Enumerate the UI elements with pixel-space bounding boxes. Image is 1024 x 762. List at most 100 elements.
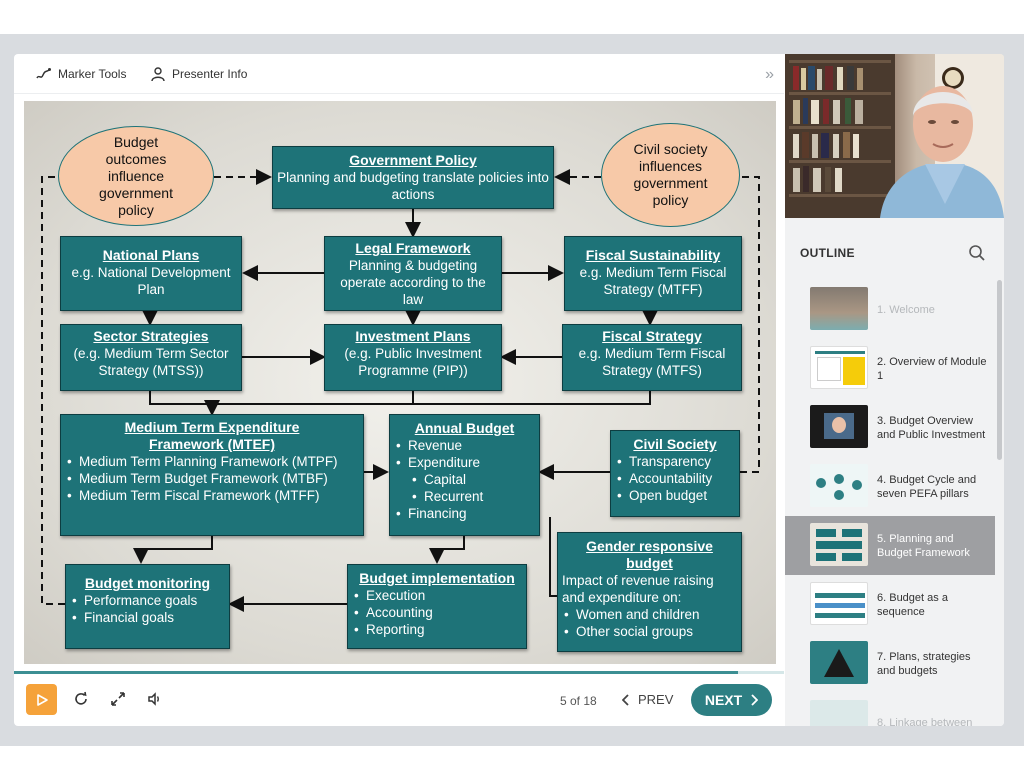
outline-item-welcome[interactable]: 1. Welcome bbox=[785, 280, 995, 339]
box-fiscal-sustainability: Fiscal Sustainability e.g. Medium Term F… bbox=[564, 236, 742, 311]
box-investment-plans: Investment Plans (e.g. Public Investment… bbox=[324, 324, 502, 391]
civil-society-list: Transparency Accountability Open budget bbox=[615, 453, 735, 504]
box-annual-budget: Annual Budget Revenue Expenditure Capita… bbox=[389, 414, 540, 536]
diagram-connectors bbox=[41, 169, 760, 612]
national-plans-text: e.g. National Development Plan bbox=[71, 265, 231, 297]
thumbnail-welcome bbox=[810, 287, 868, 330]
box-civil-society: Civil Society Transparency Accountabilit… bbox=[610, 430, 740, 517]
chevron-right-icon bbox=[751, 694, 759, 706]
thumbnail-planning bbox=[810, 523, 868, 566]
outline-item-planning[interactable]: 5. Planning and Budget Framework bbox=[785, 516, 995, 575]
outline-item-linkage[interactable]: 8. Linkage between bbox=[785, 693, 995, 726]
gender-budget-title: Gender responsive budget bbox=[586, 538, 713, 571]
presenter-video-image bbox=[785, 54, 1004, 218]
list-item: Capital bbox=[394, 471, 535, 488]
oval-civil-society-text: Civil society influences government poli… bbox=[633, 141, 708, 208]
outline-scrollbar[interactable] bbox=[997, 280, 1002, 460]
outline-item-label: 7. Plans, strategies and budgets bbox=[877, 650, 971, 677]
slide-counter: 5 of 18 bbox=[560, 694, 597, 708]
list-item: Medium Term Budget Framework (MTBF) bbox=[65, 470, 359, 487]
oval-civil-society: Civil society influences government poli… bbox=[601, 123, 740, 227]
presenter-info-button[interactable]: Presenter Info bbox=[150, 66, 247, 82]
box-budget-monitoring: Budget monitoring Performance goals Fina… bbox=[65, 564, 230, 649]
mtef-title: Medium Term Expenditure Framework (MTEF) bbox=[124, 419, 300, 452]
thumbnail-plans bbox=[810, 641, 868, 684]
list-item: Transparency bbox=[615, 453, 735, 470]
budget-monitoring-list: Performance goals Financial goals bbox=[70, 592, 225, 626]
list-item: Open budget bbox=[615, 487, 735, 504]
thumbnail-linkage bbox=[810, 700, 868, 726]
outline-item-label: 8. Linkage between bbox=[877, 716, 973, 727]
outline-item-label: 3. Budget Overview and Public Investment bbox=[877, 414, 986, 441]
oval-budget-outcomes: Budget outcomes influence government pol… bbox=[58, 126, 214, 226]
legal-framework-title: Legal Framework bbox=[355, 240, 471, 256]
outline-item-label: 4. Budget Cycle and seven PEFA pillars bbox=[877, 473, 977, 500]
list-item: Medium Term Planning Framework (MTPF) bbox=[65, 453, 359, 470]
gender-budget-text: Impact of revenue raising and expenditur… bbox=[562, 573, 714, 605]
outline-list: 1. Welcome 2. Overview of Module 1 3. Bu… bbox=[785, 280, 995, 726]
volume-icon[interactable] bbox=[146, 690, 164, 708]
play-icon bbox=[36, 693, 48, 706]
thumbnail-sequence bbox=[810, 582, 868, 625]
collapse-sidebar-icon[interactable]: » bbox=[765, 66, 774, 83]
progress-bar bbox=[14, 671, 738, 674]
fiscal-sustainability-text: e.g. Medium Term Fiscal Strategy (MTFF) bbox=[579, 265, 727, 297]
outline-item-plans[interactable]: 7. Plans, strategies and budgets bbox=[785, 634, 995, 693]
list-item: Revenue bbox=[394, 437, 535, 454]
outline-item-sequence[interactable]: 6. Budget as a sequence bbox=[785, 575, 995, 634]
presenter-video[interactable] bbox=[785, 54, 1004, 218]
outline-item-label: 2. Overview of Module 1 bbox=[877, 355, 987, 382]
thumbnail-budget-cycle bbox=[810, 464, 868, 507]
list-item: Accounting bbox=[352, 604, 522, 621]
player-controls: 5 of 18 PREV NEXT bbox=[14, 676, 784, 726]
budget-monitoring-title: Budget monitoring bbox=[84, 575, 211, 591]
list-item: Execution bbox=[352, 587, 522, 604]
annual-budget-title: Annual Budget bbox=[414, 420, 515, 436]
box-mtef: Medium Term Expenditure Framework (MTEF)… bbox=[60, 414, 364, 536]
search-icon[interactable] bbox=[968, 244, 986, 262]
outline-item-label: 5. Planning and Budget Framework bbox=[877, 532, 970, 559]
list-item: Performance goals bbox=[70, 592, 225, 609]
fiscal-strategy-text: e.g. Medium Term Fiscal Strategy (MTFS) bbox=[578, 346, 726, 378]
list-item: Expenditure bbox=[394, 454, 535, 471]
list-item: Financing bbox=[394, 505, 535, 522]
outline-item-overview[interactable]: 2. Overview of Module 1 bbox=[785, 339, 995, 398]
civil-society-title: Civil Society bbox=[633, 436, 717, 452]
outline-title: OUTLINE bbox=[800, 246, 855, 260]
fullscreen-icon[interactable] bbox=[109, 690, 127, 708]
box-budget-implementation: Budget implementation Execution Accounti… bbox=[347, 564, 527, 649]
list-item: Financial goals bbox=[70, 609, 225, 626]
prev-button[interactable]: PREV bbox=[622, 692, 673, 707]
play-button[interactable] bbox=[26, 684, 57, 715]
outline-item-budget-cycle[interactable]: 4. Budget Cycle and seven PEFA pillars bbox=[785, 457, 995, 516]
gender-budget-list: Women and children Other social groups bbox=[562, 606, 737, 640]
annual-budget-list: Revenue Expenditure Capital Recurrent Fi… bbox=[394, 437, 535, 522]
box-legal-framework: Legal Framework Planning & budgeting ope… bbox=[324, 236, 502, 311]
top-toolbar: Marker Tools Presenter Info » bbox=[14, 54, 784, 94]
budget-implementation-list: Execution Accounting Reporting bbox=[352, 587, 522, 638]
course-player: Marker Tools Presenter Info » bbox=[14, 54, 1004, 726]
marker-icon bbox=[36, 68, 51, 79]
outline-item-budget-overview[interactable]: 3. Budget Overview and Public Investment bbox=[785, 398, 995, 457]
budget-implementation-title: Budget implementation bbox=[359, 570, 515, 586]
marker-tools-button[interactable]: Marker Tools bbox=[36, 66, 126, 82]
list-item: Accountability bbox=[615, 470, 735, 487]
sector-strategies-title: Sector Strategies bbox=[93, 328, 209, 344]
replay-icon[interactable] bbox=[72, 690, 90, 708]
investment-plans-text: (e.g. Public Investment Programme (PIP)) bbox=[344, 346, 482, 378]
list-item: Other social groups bbox=[562, 623, 737, 640]
sector-strategies-text: (e.g. Medium Term Sector Strategy (MTSS)… bbox=[73, 346, 229, 378]
oval-budget-outcomes-text: Budget outcomes influence government pol… bbox=[99, 133, 173, 218]
national-plans-title: National Plans bbox=[102, 247, 200, 263]
list-item: Reporting bbox=[352, 621, 522, 638]
fiscal-sustainability-title: Fiscal Sustainability bbox=[585, 247, 721, 263]
outline-item-label: 6. Budget as a sequence bbox=[877, 591, 948, 618]
list-item: Medium Term Fiscal Framework (MTFF) bbox=[65, 487, 359, 504]
box-national-plans: National Plans e.g. National Development… bbox=[60, 236, 242, 311]
thumbnail-overview bbox=[810, 346, 868, 389]
list-item: Women and children bbox=[562, 606, 737, 623]
box-fiscal-strategy: Fiscal Strategy e.g. Medium Term Fiscal … bbox=[562, 324, 742, 391]
box-government-policy: Government Policy Planning and budgeting… bbox=[272, 146, 554, 209]
next-button[interactable]: NEXT bbox=[691, 684, 772, 716]
chevron-left-icon bbox=[622, 693, 629, 706]
